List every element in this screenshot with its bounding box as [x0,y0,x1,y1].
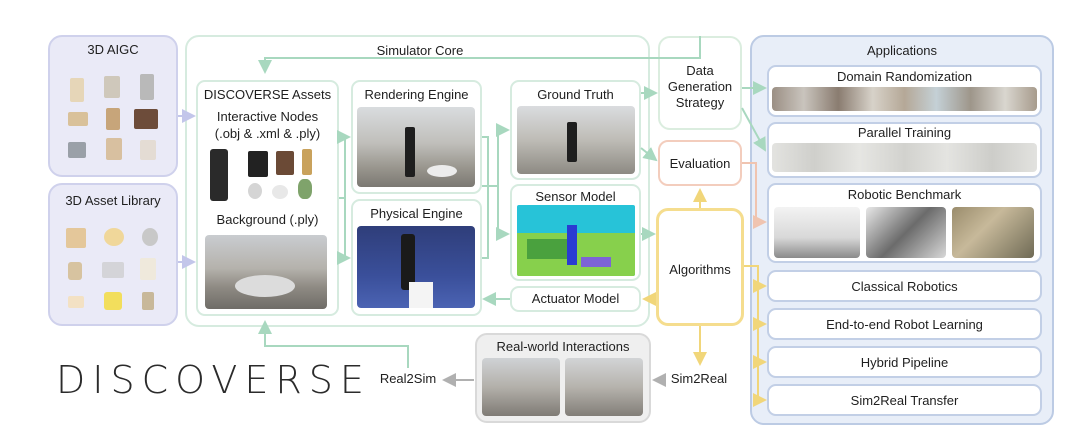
interactive-formats-label: (.obj & .xml & .ply) [214,126,321,141]
physics-scene-image [357,226,475,308]
end-to-end-box [767,308,1042,340]
evaluation-label: Evaluation [669,156,731,171]
ground-truth-image [517,106,635,174]
robotic-benchmark-title: Robotic Benchmark [847,187,962,202]
background-label: Background (.ply) [216,212,319,227]
logo-text: DISCOVERSE [56,358,371,402]
data-generation-line1: Data [686,63,714,78]
actuator-model-title: Actuator Model [531,291,620,306]
background-scene-image [205,235,327,309]
asset-thumb [248,151,268,177]
real-world-title: Real-world Interactions [496,339,630,354]
simulator-core-title: Simulator Core [376,43,464,58]
asset-thumb [140,140,156,160]
asset-thumb [68,142,86,158]
asset-thumb [102,262,124,278]
asset-thumb [104,228,124,246]
end-to-end-label: End-to-end Robot Learning [826,317,983,332]
benchmark-image-2 [866,207,946,258]
interactive-nodes-image [202,145,334,203]
asset-thumb [298,179,312,199]
asset-thumb [104,292,122,310]
asset-thumb [142,292,154,310]
asset-thumb [302,149,312,175]
domain-randomization-title: Domain Randomization [836,69,973,84]
classical-robotics-label: Classical Robotics [851,279,958,294]
asset-thumb [140,74,154,100]
asset-thumb [70,78,84,102]
algorithms-label: Algorithms [669,262,731,277]
asset-thumb [140,258,156,280]
benchmark-image-1 [774,207,860,258]
parallel-training-title: Parallel Training [857,125,952,140]
asset-thumb [68,296,84,308]
physical-engine-title: Physical Engine [370,206,463,221]
asset-thumb [104,76,120,98]
sim2real-transfer-box [767,384,1042,416]
domain-randomization-strip [772,87,1037,111]
hybrid-pipeline-label: Hybrid Pipeline [860,355,949,370]
data-generation-line2: Generation [667,79,733,94]
robot-arm-icon [210,149,228,201]
classical-robotics-box [767,270,1042,302]
ground-truth-title: Ground Truth [537,87,614,102]
rendering-scene-image [357,107,475,187]
hybrid-pipeline-box [767,346,1042,378]
real-world-image-2 [565,358,643,416]
real2sim-label: Real2Sim [379,371,437,386]
discoverse-assets-title: DISCOVERSE Assets [203,87,332,102]
sensor-model-title: Sensor Model [535,189,616,204]
real-world-image-1 [482,358,560,416]
asset-thumb [106,108,120,130]
algorithms-box [656,208,744,326]
segmentation-image [517,205,635,276]
data-generation-line3: Strategy [675,95,725,110]
sim2real-transfer-label: Sim2Real Transfer [850,393,959,408]
asset-thumb [272,185,288,199]
asset-thumb [106,138,122,160]
sim2real-label: Sim2Real [670,371,728,386]
aigc-title: 3D AIGC [87,42,139,57]
interactive-nodes-label: Interactive Nodes [216,109,319,124]
discoverse-logo: DISCOVERSE [56,358,366,402]
actuator-model-box [510,286,641,312]
asset-thumb [248,183,262,199]
rendering-engine-title: Rendering Engine [364,87,469,102]
asset-thumb [68,112,88,126]
asset-thumb [142,228,158,246]
asset-thumb [66,228,86,248]
asset-thumb [276,151,294,175]
asset-library-title: 3D Asset Library [65,193,161,208]
asset-thumb [68,262,82,280]
evaluation-box [658,140,742,186]
benchmark-image-3 [952,207,1034,258]
applications-title: Applications [866,43,938,58]
parallel-training-strip [772,143,1037,172]
asset-thumb [134,109,158,129]
